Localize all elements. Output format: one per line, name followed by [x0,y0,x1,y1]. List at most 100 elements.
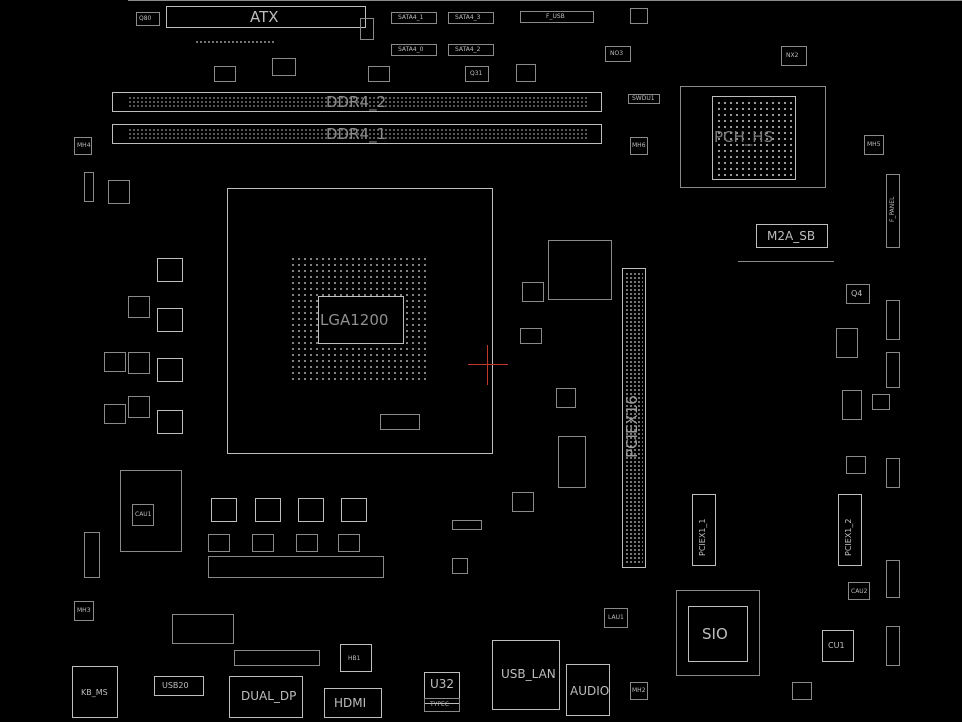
cpu-bottom-cap-row [380,414,420,430]
mh4-label: MH4 [77,142,91,149]
q4-box [846,284,870,304]
swdu1-label: SWDU1 [632,95,655,102]
pciex1-1-slot[interactable] [692,494,716,566]
usb20-label: USB20 [162,681,189,690]
no3-box [605,46,631,62]
cu1-label: CU1 [828,641,845,650]
io-cap-cluster [172,614,234,644]
right-chip-5 [452,520,482,530]
m2a-sb-label: M2A_SB [767,229,816,243]
vrm-mosfet-3 [104,404,126,424]
cau2-label: CAU2 [851,588,868,595]
cursor-crosshair-v [487,345,488,385]
vrm-mosfet-2 [104,352,126,372]
vrm-bottom-fet-3 [296,534,318,552]
u32-label: U32 [430,677,455,691]
vrm-mosfet-4 [128,396,150,418]
cpu-socket-label: LGA1200 [320,311,389,329]
pciex1-2-label: PCIEX1_2 [844,518,853,556]
usb-lan-port[interactable] [492,640,560,710]
ddr4-1-slot[interactable] [112,124,602,144]
q80-box [136,12,160,26]
right-chip-mid [872,394,890,410]
sata4-0-connector[interactable] [391,44,437,56]
nx2-label: NX2 [786,52,799,59]
right-of-cpu-chip-1 [522,282,544,302]
mh6-box [630,137,648,155]
vrm-inductor-4 [157,410,183,434]
dual-dp-label: DUAL_DP [241,689,297,703]
sio-label: SIO [702,625,728,643]
vrm-bottom-fet-4 [338,534,360,552]
swdu1-box [628,94,660,104]
f-usb-label: F_USB [546,13,565,20]
vrm-bottom-fet-2 [252,534,274,552]
mh3-box [74,601,94,621]
sio-chip [688,606,748,662]
m2-standoff-line [738,256,834,262]
ddr4-1-label: DDR4_1 [326,125,387,143]
cap-grid-right-2 [558,436,586,488]
q4-label: Q4 [851,289,863,298]
cu1-chip [822,630,854,662]
vrm-bottom-fet-1 [208,534,230,552]
nx2-box [781,46,807,66]
vrm-inductor-2 [157,308,183,332]
vrm-bottom-inductor-4 [341,498,367,522]
kb-ms-port[interactable] [72,666,118,718]
f-panel-label: F_PANEL [889,196,896,222]
vrm-mosfet-5 [128,352,150,374]
pch-outline [680,86,826,188]
right-header-3 [886,352,900,388]
hdmi-port[interactable] [324,688,382,718]
io-header-row [234,650,320,666]
usb-lan-label: USB_LAN [501,667,556,681]
pch-chip [712,96,796,180]
sata4-2-label: SATA4_2 [455,46,481,53]
mh5-box [864,135,884,155]
right-chip-6 [452,558,468,574]
sata4-3-connector[interactable] [448,12,494,24]
lau1-label: LAU1 [608,614,624,621]
vrm-bottom-inductor-2 [255,498,281,522]
m2a-sb-slot[interactable] [756,224,828,248]
f-usb-header[interactable] [520,11,594,23]
atx-pin-row [195,40,275,45]
ddr4-1-pins [128,128,588,140]
left-header-1 [84,172,94,202]
right-chip-q4-below [836,328,858,358]
q80-label: Q80 [139,15,152,22]
pciex1-2-slot[interactable] [838,494,862,566]
ddr4-2-pins [128,96,588,108]
usb20-port[interactable] [154,676,204,696]
hb1-label: HB1 [348,655,361,662]
f-panel-header[interactable] [886,174,900,248]
pch-label: PCH_HS [714,128,774,146]
mh2-box [630,682,648,700]
typec-port[interactable] [424,698,460,712]
hb1-box [340,644,372,672]
sata4-2-connector[interactable] [448,44,494,56]
right-of-cpu-chip-3 [556,388,576,408]
mh4-box [74,137,92,155]
right-header-5 [886,560,900,598]
no3-label: NO3 [610,50,624,57]
q31-label: Q31 [470,70,483,77]
mh6-label: MH6 [632,142,646,149]
sata4-0-label: SATA4_0 [398,46,424,53]
ddr4-2-label: DDR4_2 [326,93,387,111]
right-header-2 [886,300,900,340]
pciex16-slot[interactable] [622,268,646,568]
ddr4-2-slot[interactable] [112,92,602,112]
cau2-box [848,582,870,600]
cpu-socket-outline[interactable] [227,188,493,454]
atx-connector[interactable] [166,6,366,28]
q31-box [465,66,489,82]
pch-ball-grid [716,100,792,176]
right-of-cpu-chip-2 [520,328,542,344]
audio-port[interactable] [566,664,610,716]
sata4-1-label: SATA4_1 [398,14,424,21]
typec-label: TYPEC [430,701,449,708]
dual-dp-port[interactable] [229,676,303,718]
sata4-1-connector[interactable] [391,12,437,24]
